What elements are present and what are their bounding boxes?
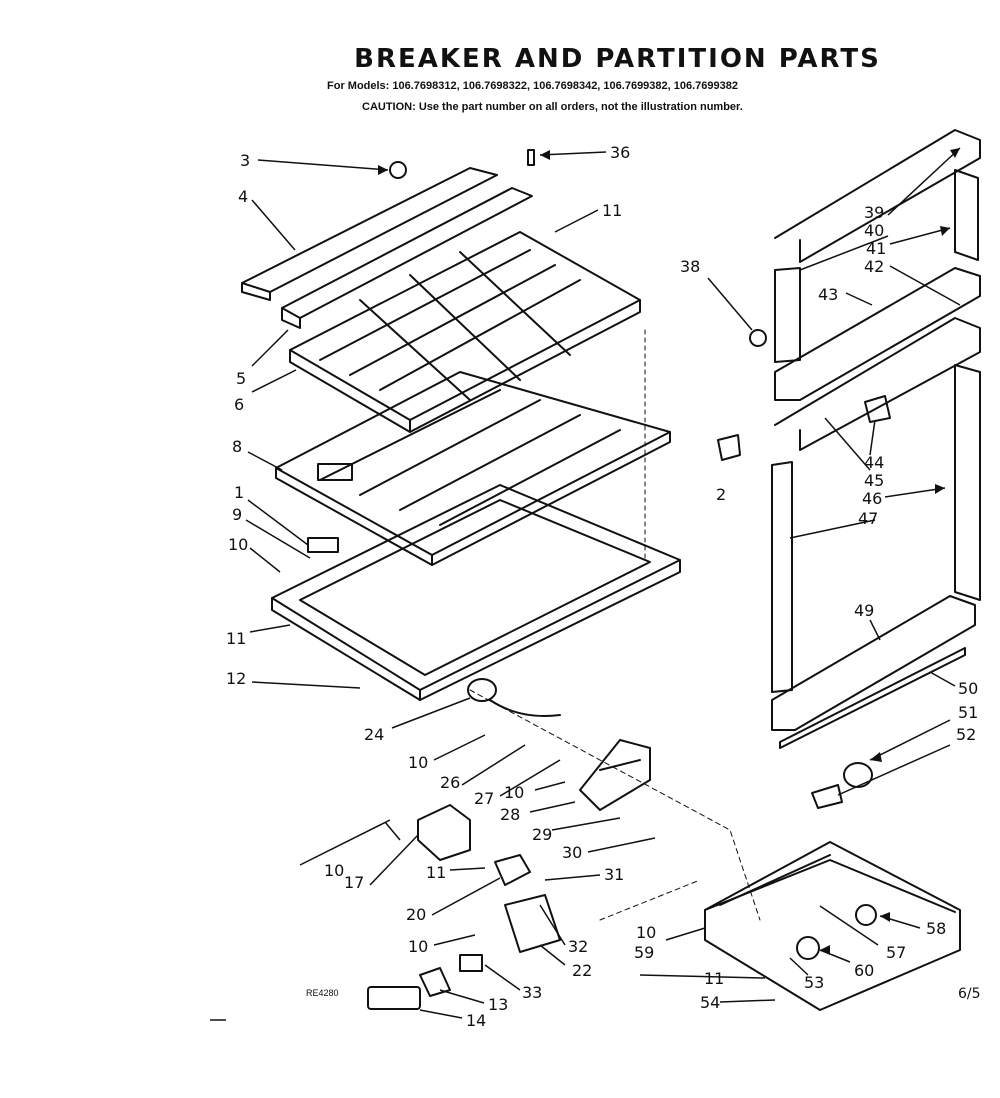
part-52-bulb xyxy=(843,762,873,788)
part-label-10f: 10 xyxy=(636,923,656,942)
part-label-33: 33 xyxy=(522,983,542,1002)
part-9-partition-frame xyxy=(271,484,681,701)
part-26-wire xyxy=(489,699,561,717)
drawing-code: RE4280 xyxy=(306,988,339,998)
part-2-clip xyxy=(717,434,741,461)
part-label-12: 12 xyxy=(226,669,246,688)
part-label-10b: 10 xyxy=(408,753,428,772)
part-label-4: 4 xyxy=(238,187,248,206)
part-label-54: 54 xyxy=(700,993,720,1012)
part-4-top-strip xyxy=(241,167,498,301)
part-label-40: 40 xyxy=(864,221,884,240)
part-label-11: 11 xyxy=(602,201,622,220)
part-label-28: 28 xyxy=(500,805,520,824)
part-label-10d: 10 xyxy=(324,861,344,880)
part-label-46: 46 xyxy=(862,489,882,508)
part-8-breaker-tray xyxy=(275,371,671,566)
part-1-clip xyxy=(307,537,339,553)
part-label-59: 59 xyxy=(634,943,654,962)
part-label-10e: 10 xyxy=(408,937,428,956)
page-mark: 6/5 xyxy=(958,986,981,1002)
part-label-1: 1 xyxy=(234,483,244,502)
part-label-49: 49 xyxy=(854,601,874,620)
part-label-24: 24 xyxy=(364,725,384,744)
part-label-44: 44 xyxy=(864,453,884,472)
part-24-cap xyxy=(467,678,497,702)
part-label-36: 36 xyxy=(610,143,630,162)
part-label-43: 43 xyxy=(818,285,838,304)
part-label-6: 6 xyxy=(234,395,244,414)
part-label-29: 29 xyxy=(532,825,552,844)
part-label-41: 41 xyxy=(866,239,886,258)
part-label-3: 3 xyxy=(240,151,250,170)
part-33-clip xyxy=(459,954,483,972)
caution-note: CAUTION: Use the part number on all orde… xyxy=(362,101,743,113)
part-13-part xyxy=(419,967,451,997)
part-label-5: 5 xyxy=(236,369,246,388)
part-51-socket xyxy=(811,784,843,809)
part-label-22: 22 xyxy=(572,961,592,980)
part-label-14: 14 xyxy=(466,1011,486,1030)
part-3-screw xyxy=(389,161,407,179)
part-38-clip xyxy=(749,329,767,347)
part-label-38: 38 xyxy=(680,257,700,276)
part-label-8: 8 xyxy=(232,437,242,456)
part-22-housing xyxy=(504,894,561,953)
part-6-upper-grille xyxy=(289,231,641,433)
part-label-10c: 10 xyxy=(504,783,524,802)
part-label-58: 58 xyxy=(926,919,946,938)
part-17-bracket xyxy=(417,804,471,861)
part-60-knob xyxy=(796,936,820,960)
model-numbers: For Models: 106.7698312, 106.7698322, 10… xyxy=(327,80,739,92)
part-label-57: 57 xyxy=(886,943,906,962)
part-14-frame xyxy=(367,986,421,1010)
part-label-26: 26 xyxy=(440,773,460,792)
part-label-32: 32 xyxy=(568,937,588,956)
part-label-20: 20 xyxy=(406,905,426,924)
part-label-17: 17 xyxy=(344,873,364,892)
part-label-60: 60 xyxy=(854,961,874,980)
part-label-11d: 11 xyxy=(704,969,724,988)
part-57-lower-housing xyxy=(704,841,961,1011)
part-20-switch xyxy=(494,854,531,886)
part-label-42: 42 xyxy=(864,257,884,276)
part-label-9: 9 xyxy=(232,505,242,524)
part-44-clip xyxy=(864,395,891,423)
diagram-title: BREAKER AND PARTITION PARTS xyxy=(354,44,881,74)
part-label-27: 27 xyxy=(474,789,494,808)
part-39-upper-gasket xyxy=(774,129,981,401)
part-label-11c: 11 xyxy=(426,863,446,882)
part-label-53: 53 xyxy=(804,973,824,992)
part-58-knob xyxy=(855,904,877,926)
part-label-39: 39 xyxy=(864,203,884,222)
part-label-45: 45 xyxy=(864,471,884,490)
part-36-screw xyxy=(527,149,535,166)
part-45-lower-gasket xyxy=(771,317,981,749)
part-5-front-strip xyxy=(281,187,533,329)
part-label-50: 50 xyxy=(958,679,978,698)
part-label-11b: 11 xyxy=(226,629,246,648)
part-label-2: 2 xyxy=(716,485,726,504)
part-label-31: 31 xyxy=(604,865,624,884)
part-label-52: 52 xyxy=(956,725,976,744)
part-label-47: 47 xyxy=(858,509,878,528)
part-label-10: 10 xyxy=(228,535,248,554)
part-label-30: 30 xyxy=(562,843,582,862)
part-label-51: 51 xyxy=(958,703,978,722)
part-28-hinge xyxy=(579,739,651,811)
part-label-13: 13 xyxy=(488,995,508,1014)
